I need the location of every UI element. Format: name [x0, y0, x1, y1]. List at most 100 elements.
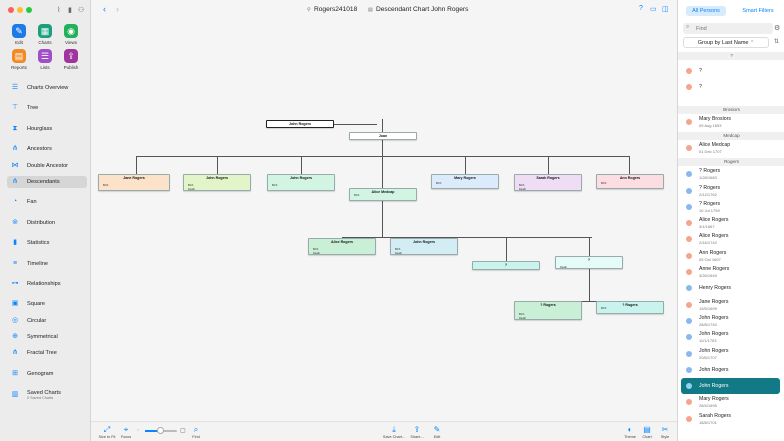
sidebar-toggle-icon[interactable]: ◫ — [662, 6, 669, 13]
nav-item-symmetrical[interactable]: ⊕Symmetrical — [7, 331, 87, 343]
smart-filters-tab[interactable]: Smart Filters — [742, 8, 774, 14]
hourglass-icon: ⧗ — [12, 125, 18, 132]
nav-item-circular[interactable]: ◎Circular — [7, 315, 87, 327]
back-arrow-icon[interactable]: ‹ — [103, 4, 106, 14]
lists-button[interactable]: ☰Lists — [30, 49, 60, 70]
forward-arrow-icon[interactable]: › — [116, 4, 119, 14]
saved-charts-item[interactable]: ▥ Saved Charts 0 Saved Charts — [7, 388, 87, 402]
person-box[interactable]: ?Death — [555, 256, 623, 269]
nav-item-tree[interactable]: ⊤Tree — [7, 102, 87, 114]
nav-item-genogram[interactable]: ⊞Genogram — [7, 368, 87, 380]
fractal-tree-icon: ⋔ — [12, 349, 18, 356]
bookmark-icon[interactable]: ▮ — [68, 7, 72, 14]
edit-button[interactable]: ✎Edit — [424, 425, 450, 439]
gear-icon[interactable]: ⚙ — [774, 25, 781, 32]
nav-item-square[interactable]: ▣Square — [7, 298, 87, 310]
paperclip-icon[interactable]: ⌇ — [57, 7, 61, 14]
person-name: ? Rogers — [699, 168, 721, 175]
theme-button[interactable]: ◐Theme — [617, 425, 643, 439]
sort-icon[interactable]: ⇅ — [774, 39, 780, 45]
person-box[interactable]: ? — [472, 261, 540, 270]
person-box[interactable]: Joan — [349, 132, 417, 140]
zoom-slider-knob[interactable] — [157, 427, 164, 434]
minimize-window-button[interactable] — [17, 7, 23, 13]
nav-item-timeline[interactable]: ≡Timeline — [7, 258, 87, 270]
all-persons-tab[interactable]: All Persons — [686, 6, 726, 16]
person-row[interactable]: Henry Rogers — [681, 280, 780, 296]
edit-button[interactable]: ✎Edit — [4, 24, 34, 45]
find-button[interactable]: ⌕Find — [183, 425, 209, 439]
person-box[interactable]: John Rogers — [266, 120, 334, 128]
person-row[interactable]: ? — [681, 63, 780, 79]
person-row[interactable]: ? — [681, 79, 780, 95]
nav-item-distribution[interactable]: ⊚Distribution — [7, 217, 87, 229]
find-field[interactable]: ⌕ — [683, 23, 773, 34]
person-name: ? — [699, 84, 702, 91]
nav-item-charts-overview[interactable]: ☰Charts Overview — [7, 82, 87, 94]
reports-button[interactable]: ▤Reports — [4, 49, 34, 70]
nav-item-fractal-tree[interactable]: ⋔Fractal Tree — [7, 347, 87, 359]
chart-button[interactable]: ▤Chart — [634, 425, 660, 439]
group-by-select[interactable]: Group by Last Name ⌃ — [683, 37, 769, 48]
save-chart-button[interactable]: ⤓Save Chart... — [381, 425, 407, 439]
nav-item-fan[interactable]: ◔Fan — [7, 196, 87, 208]
views-button[interactable]: ◉Views — [56, 24, 86, 45]
window-icon[interactable]: ▭ — [650, 6, 657, 13]
charts-button[interactable]: ▦Charts — [30, 24, 60, 45]
people-icon[interactable]: ⚇ — [78, 7, 85, 14]
help-icon[interactable]: ? — [639, 5, 643, 12]
zoom-window-button[interactable] — [26, 7, 32, 13]
find-input[interactable] — [696, 24, 770, 33]
share-button[interactable]: ⇪Share... — [404, 425, 430, 439]
nav-item-descendants[interactable]: ⋔Descendants — [7, 176, 87, 188]
person-gender-icon — [686, 383, 692, 390]
nav-item-ancestors[interactable]: ⋔Ancestors — [7, 143, 87, 155]
publish-button[interactable]: ⇪Publish — [56, 49, 86, 70]
zoom-slider[interactable] — [145, 427, 177, 434]
size-to-fit-button[interactable]: ⤢Size to Fit — [94, 425, 120, 439]
style-button[interactable]: ✂Style — [652, 425, 677, 439]
timeline-label: Timeline — [27, 261, 48, 267]
close-window-button[interactable] — [8, 7, 14, 13]
nav-item-relationships[interactable]: ⊶Relationships — [7, 278, 87, 290]
nav-item-hourglass[interactable]: ⧗Hourglass — [7, 123, 87, 135]
nav-item-double-ancestor[interactable]: ⋈Double Ancestor — [7, 160, 87, 172]
person-row[interactable]: John Rogers — [681, 362, 780, 378]
person-name: ? Rogers — [699, 184, 721, 191]
zoom-in-icon[interactable]: ▢ — [180, 428, 186, 434]
connector-line — [342, 237, 592, 238]
person-name: Anne Rogers — [699, 266, 730, 272]
focus-button[interactable]: ⌖Focus — [113, 425, 139, 439]
zoom-out-icon[interactable]: ▫ — [137, 427, 139, 432]
person-row[interactable]: John Rogers — [681, 378, 780, 395]
person-name: John Rogers — [699, 331, 729, 338]
nav-item-statistics[interactable]: ▮Statistics — [7, 237, 87, 249]
